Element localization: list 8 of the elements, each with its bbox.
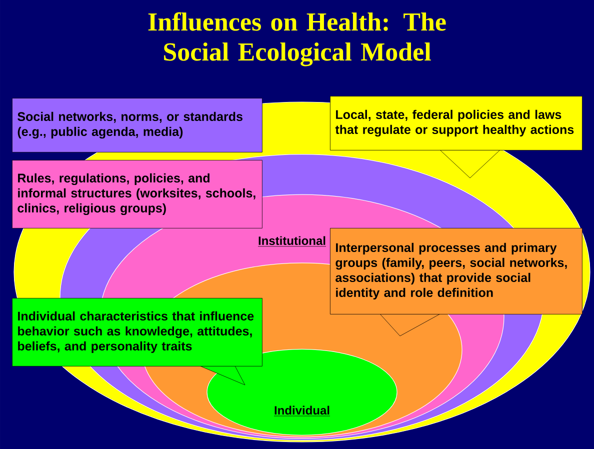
callout-box: Local, state, federal policies and laws that regulate or support healthy actions	[330, 96, 582, 178]
level-label: Individual	[274, 406, 330, 416]
callout-box: Individual characteristics that influence behavior such as knowledge, attitudes, beliefs, and personality traits	[12, 298, 262, 386]
title: Influences on Health: The Social Ecological Model	[148, 12, 446, 66]
nested-ellipse	[206, 348, 398, 436]
level-label: Institutional	[258, 236, 326, 247]
callout-box: Social networks, norms, or standards (e.g., public agenda, media)	[12, 98, 262, 152]
callout-box: Interpersonal processes and primary groups (family, peers, social networks, associations) that provide social identity and role definition	[330, 228, 582, 336]
